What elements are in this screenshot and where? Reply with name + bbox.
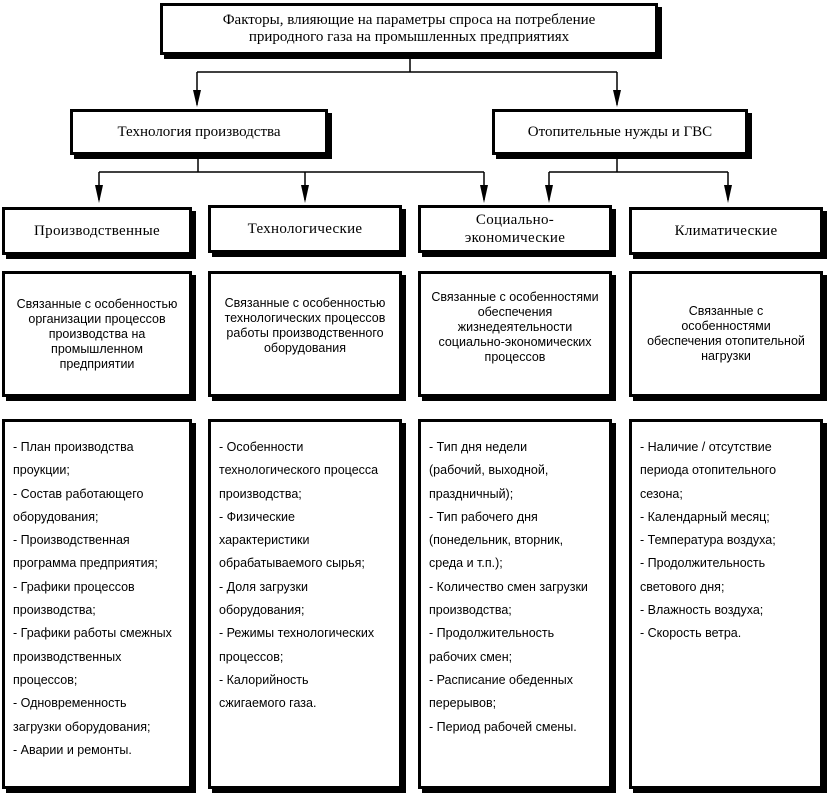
factor-line: - Количество смен загрузки bbox=[429, 579, 588, 594]
description-line: технологических процессов bbox=[224, 311, 386, 325]
description-socio-economic: Связанные с особенностями обеспечения жи… bbox=[418, 271, 612, 397]
factor-line: проукции; bbox=[13, 463, 70, 478]
arrow-icon bbox=[301, 185, 309, 203]
factor-line: - Физические bbox=[219, 509, 295, 524]
factor-line: программа предприятия; bbox=[13, 556, 158, 571]
factor-line: - Доля загрузки bbox=[219, 579, 308, 594]
factor-line: светового дня; bbox=[640, 579, 725, 594]
factor-line: оборудования; bbox=[219, 603, 305, 618]
category-label: Производственные bbox=[34, 223, 160, 239]
factor-line: - Продолжительность bbox=[429, 626, 555, 641]
factor-line: процессов; bbox=[13, 672, 78, 687]
description-line: промышленном bbox=[51, 341, 143, 356]
factor-line: производства; bbox=[429, 603, 512, 618]
factor-line: рабочих смен; bbox=[429, 649, 513, 664]
factor-line: - Графики работы смежных bbox=[13, 626, 172, 641]
description-production: Связанные с особенностью организации про… bbox=[2, 271, 192, 397]
description-line: Связанные с bbox=[688, 304, 764, 318]
arrow-icon bbox=[545, 185, 553, 203]
factor-line: - Скорость ветра. bbox=[640, 626, 742, 641]
factor-line: - Калорийность bbox=[219, 672, 309, 687]
category-technological: Технологические bbox=[208, 205, 402, 253]
description-line: организации процессов bbox=[28, 311, 166, 326]
factor-line: праздничный); bbox=[429, 486, 514, 501]
root-title-line1: Факторы, влияющие на параметры спроса на… bbox=[222, 12, 596, 28]
factors-socio-economic: - Тип дня недели (рабочий, выходной, пра… bbox=[418, 419, 612, 789]
factor-line: перерывов; bbox=[429, 696, 497, 711]
description-climatic: Связанные с особенностями обеспечения от… bbox=[629, 271, 823, 397]
description-line: особенностями bbox=[681, 319, 771, 333]
category-label: Климатические bbox=[674, 223, 778, 239]
root-title-line2: природного газа на промышленных предприя… bbox=[248, 29, 570, 45]
description-line: Связанные с особенностями bbox=[431, 290, 599, 304]
description-line: оборудования bbox=[263, 341, 347, 355]
factor-line: технологического процесса bbox=[219, 463, 379, 478]
factor-line: обрабатываемого сырья; bbox=[219, 556, 365, 571]
factor-line: - Тип дня недели bbox=[429, 440, 528, 454]
arrow-icon bbox=[613, 90, 621, 107]
factor-line: (понедельник, вторник, bbox=[429, 533, 564, 548]
factor-line: сжигаемого газа. bbox=[219, 696, 317, 711]
description-line: обеспечения bbox=[477, 305, 553, 319]
description-line: обеспечения отопительной bbox=[647, 334, 805, 348]
factor-line: - Период рабочей смены. bbox=[429, 719, 577, 734]
factor-line: - Графики процессов bbox=[13, 579, 135, 594]
factor-line: - Наличие / отсутствие bbox=[640, 440, 772, 454]
group-heating-hot-water: Отопительные нужды и ГВС bbox=[492, 109, 748, 155]
category-production: Производственные bbox=[2, 207, 192, 255]
factor-line: - Календарный месяц; bbox=[640, 509, 770, 524]
factor-line: - Состав работающего bbox=[13, 486, 144, 501]
arrow-icon bbox=[724, 185, 732, 203]
factor-line: производства; bbox=[13, 603, 96, 618]
factor-line: производства; bbox=[219, 486, 302, 501]
factor-line: - План производства bbox=[13, 440, 134, 454]
group-label: Технология производства bbox=[117, 123, 281, 140]
factor-line: производственных bbox=[13, 649, 122, 664]
factor-line: - Продолжительность bbox=[640, 556, 766, 571]
factor-line: - Тип рабочего дня bbox=[429, 509, 538, 524]
factor-line: характеристики bbox=[219, 533, 310, 548]
factor-line: - Влажность воздуха; bbox=[640, 603, 764, 618]
description-line: производства на bbox=[48, 326, 146, 341]
factor-line: - Режимы технологических bbox=[219, 626, 375, 641]
factor-line: среда и т.п.); bbox=[429, 556, 503, 571]
description-line: нагрузки bbox=[701, 349, 751, 363]
factor-line: (рабочий, выходной, bbox=[429, 463, 549, 478]
group-label: Отопительные нужды и ГВС bbox=[527, 123, 713, 140]
factor-line: - Производственная bbox=[13, 533, 130, 548]
factors-production: - План производства проукции; - Состав р… bbox=[2, 419, 192, 789]
factor-line: - Температура воздуха; bbox=[640, 533, 776, 548]
factor-line: периода отопительного bbox=[640, 463, 777, 478]
factor-line: сезона; bbox=[640, 486, 683, 501]
description-line: социально-экономических bbox=[438, 335, 592, 349]
description-line: Связанные с особенностью bbox=[224, 296, 386, 310]
factor-line: - Аварии и ремонты. bbox=[13, 742, 132, 757]
factor-line: - Особенности bbox=[219, 440, 304, 454]
category-label-line2: экономические bbox=[464, 230, 566, 246]
factor-line: процессов; bbox=[219, 649, 284, 664]
category-socio-economic: Социально- экономические bbox=[418, 205, 612, 253]
arrowheads bbox=[95, 90, 732, 203]
arrow-icon bbox=[193, 90, 201, 107]
factor-line: загрузки оборудования; bbox=[13, 719, 151, 734]
factor-line: - Одновременность bbox=[13, 696, 127, 711]
factor-line: - Расписание обеденных bbox=[429, 672, 573, 687]
description-line: предприятии bbox=[59, 356, 135, 371]
description-line: Связанные с особенностью bbox=[16, 296, 178, 311]
description-line: процессов bbox=[484, 350, 546, 364]
category-label-line1: Социально- bbox=[475, 212, 555, 228]
category-label: Технологические bbox=[247, 221, 363, 237]
description-technological: Связанные с особенностью технологических… bbox=[208, 271, 402, 397]
factor-line: оборудования; bbox=[13, 509, 99, 524]
arrow-icon bbox=[480, 185, 488, 203]
description-line: работы производственного bbox=[226, 326, 384, 340]
category-climatic: Климатические bbox=[629, 207, 823, 255]
root-title-box: Факторы, влияющие на параметры спроса на… bbox=[160, 3, 658, 55]
description-line: жизнедеятельности bbox=[457, 320, 573, 334]
factors-climatic: - Наличие / отсутствие периода отопитель… bbox=[629, 419, 823, 789]
arrow-icon bbox=[95, 185, 103, 203]
factors-technological: - Особенности технологического процесса … bbox=[208, 419, 402, 789]
group-production-technology: Технология производства bbox=[70, 109, 328, 155]
